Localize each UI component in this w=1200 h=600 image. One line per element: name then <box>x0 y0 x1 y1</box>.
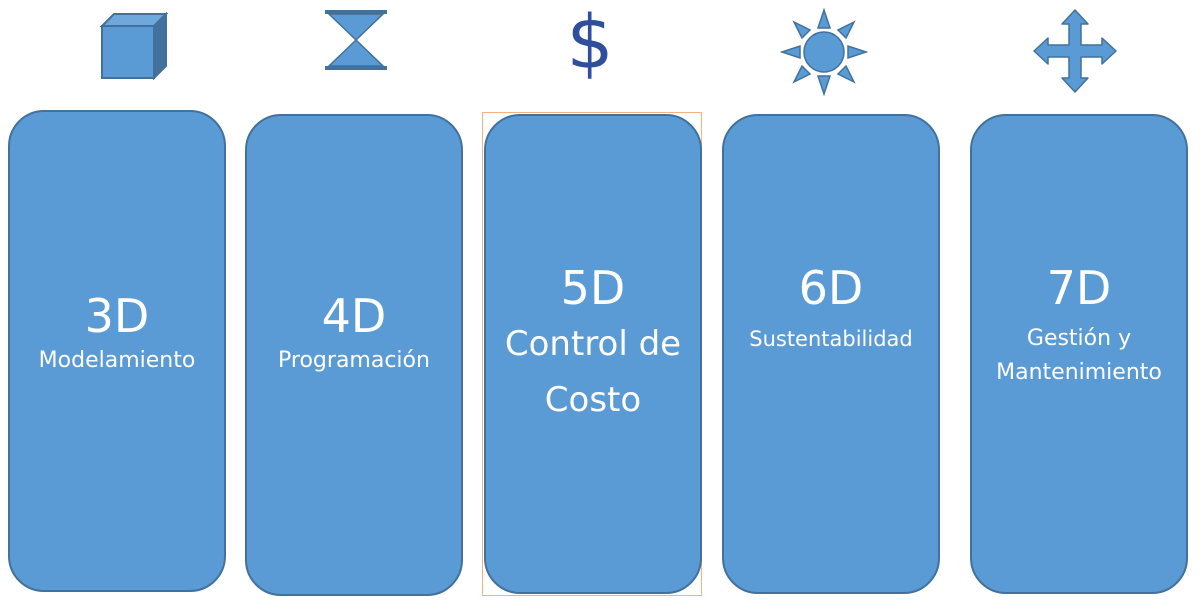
cube-icon <box>99 11 169 80</box>
dimension-title: 5D <box>560 261 626 315</box>
dimension-title: 3D <box>84 289 150 343</box>
dimension-title: 6D <box>798 261 864 315</box>
dimension-label: Programación <box>278 348 430 373</box>
hourglass-icon <box>325 10 387 70</box>
move-arrows-icon <box>1033 9 1117 93</box>
dimension-label: Sustentabilidad <box>749 327 913 351</box>
dollar-icon: $ <box>566 0 614 86</box>
dimension-card-3d: 3D Modelamiento <box>8 110 226 592</box>
dimension-label: Modelamiento <box>38 348 196 373</box>
dimension-title: 4D <box>321 289 387 343</box>
dimension-label-line-2: Costo <box>544 380 642 420</box>
dimension-card-5d: 5D Control de Costo <box>484 114 702 594</box>
dimension-card-6d: 6D Sustentabilidad <box>722 114 940 594</box>
dimension-label-line-2: Mantenimiento <box>996 360 1162 385</box>
dimension-card-7d: 7D Gestión y Mantenimiento <box>970 114 1188 594</box>
dimension-title: 7D <box>1046 261 1112 315</box>
dimension-label-line-1: Gestión y <box>1026 326 1132 351</box>
sun-icon <box>780 8 868 96</box>
dimension-label-line-1: Control de <box>504 324 682 364</box>
dimension-card-4d: 4D Programación <box>245 114 463 596</box>
